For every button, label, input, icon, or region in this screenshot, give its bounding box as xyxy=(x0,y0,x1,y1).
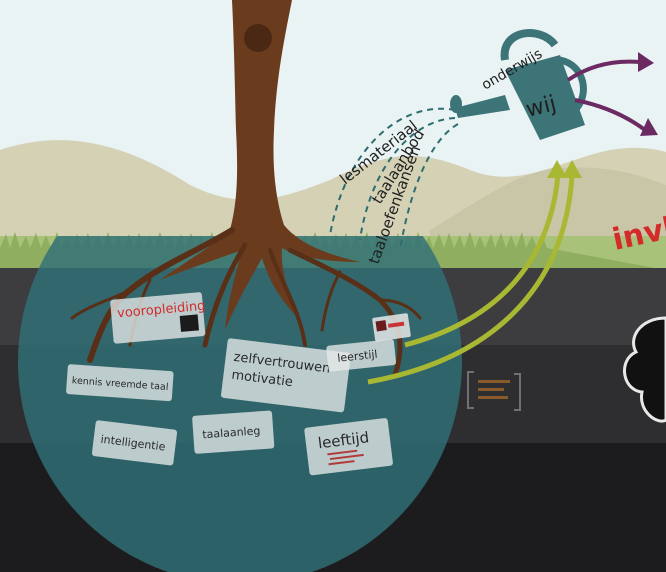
can-rose xyxy=(450,95,462,113)
card-leeftijd-scribble-3 xyxy=(328,460,355,466)
green-arrowhead-left xyxy=(547,160,567,178)
thumbnail-frame xyxy=(467,371,521,411)
card-motivatie-label: motivatie xyxy=(231,368,294,390)
can-spout xyxy=(455,95,510,118)
card-kennis: kennis vreemde taal xyxy=(66,364,174,402)
card-intelligentie: intelligentie xyxy=(91,420,178,466)
card-leerstijl-label: leerstijl xyxy=(337,348,378,365)
purple-arrowhead-top xyxy=(638,52,654,72)
card-vooropleiding: vooropleiding xyxy=(110,292,206,344)
card-zelfvertrouwen: zelfvertrouwen motivatie xyxy=(221,338,351,413)
trunk-knot xyxy=(244,24,272,52)
card-leerstijl-image xyxy=(372,313,411,342)
dark-cloud xyxy=(623,316,666,423)
can-body xyxy=(505,55,585,140)
card-leeftijd: leeftijd xyxy=(304,418,393,476)
card-taalaanleg-label: taalaanleg xyxy=(202,424,261,441)
can-back-handle xyxy=(558,56,587,113)
card-leerstijl: leerstijl xyxy=(326,339,397,372)
card-taalaanleg: taalaanleg xyxy=(192,410,275,454)
green-arrows xyxy=(367,174,575,385)
purple-arrows xyxy=(566,59,647,132)
green-arrowhead-right xyxy=(562,160,582,178)
card-vooropleiding-image xyxy=(179,314,199,332)
tree-trunk xyxy=(160,0,360,330)
can-handle xyxy=(500,29,559,61)
card-leeftijd-scribble-1 xyxy=(327,449,358,456)
water-streams xyxy=(329,107,459,251)
purple-arrowhead-bottom xyxy=(640,118,658,136)
card-leeftijd-scribble-2 xyxy=(329,453,364,461)
